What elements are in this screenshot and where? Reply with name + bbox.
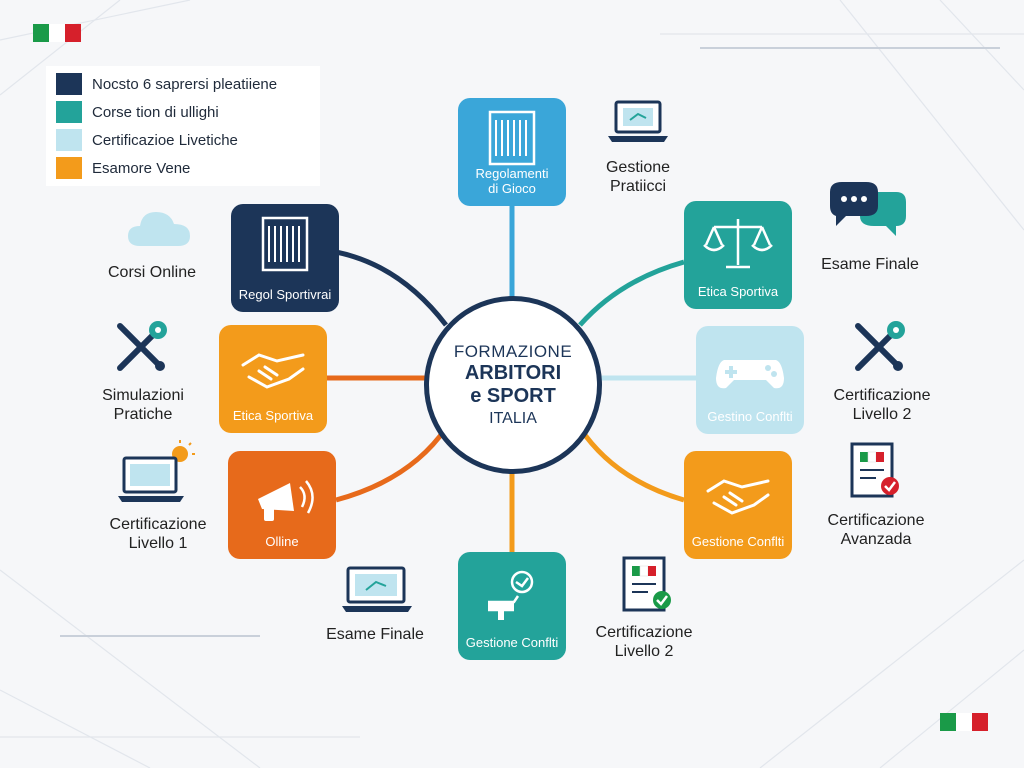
certificate-icon bbox=[850, 442, 899, 498]
node-label: Olline bbox=[265, 534, 299, 549]
node-label: Etica Sportiva bbox=[232, 408, 314, 423]
legend-label: Esamore Vene bbox=[92, 159, 191, 177]
peripheral-label: Esame Finale bbox=[821, 256, 919, 273]
peripheral-label: Esame Finale bbox=[326, 626, 424, 643]
italian-flag-icon bbox=[33, 24, 81, 42]
certificate-icon bbox=[622, 556, 671, 612]
legend-swatch bbox=[56, 101, 82, 123]
gamepad-icon bbox=[716, 360, 784, 389]
node-regol-sportivrai[interactable]: Regol Sportivrai bbox=[231, 204, 339, 312]
flag-white-stripe bbox=[49, 24, 65, 42]
flag-red-stripe bbox=[65, 24, 81, 42]
hub-title-line: e SPORT bbox=[470, 385, 556, 407]
node-label: Gestione Conflti bbox=[465, 635, 559, 650]
hub-title-line: ITALIA bbox=[489, 410, 537, 427]
connector-lower-left bbox=[335, 426, 449, 503]
legend-label: Corse tion di ullighi bbox=[92, 103, 219, 121]
scales-icon bbox=[703, 219, 773, 269]
node-label: Gestione Conflti bbox=[691, 534, 785, 549]
handshake-icon bbox=[241, 353, 305, 389]
cloud-icon bbox=[128, 212, 190, 246]
peripheral-label: Certificazione Livello 1 bbox=[109, 516, 207, 552]
hub-title-line: ARBITORI bbox=[464, 362, 562, 384]
node-label: Etica Sportiva bbox=[697, 284, 779, 299]
peripheral-label: Certificazione Livello 2 bbox=[595, 624, 693, 660]
legend-swatch bbox=[56, 129, 82, 151]
legend-item: Corse tion di ullighi bbox=[56, 100, 219, 124]
rulebook-icon bbox=[488, 110, 536, 166]
legend-swatch bbox=[56, 157, 82, 179]
node-label: Regolamenti di Gioco bbox=[475, 166, 549, 196]
legend-swatch bbox=[56, 73, 82, 95]
flag-red-stripe bbox=[972, 713, 988, 731]
tools-icon bbox=[117, 321, 167, 371]
node-regolamenti-di-gioco[interactable]: Regolamenti di Gioco bbox=[458, 98, 566, 206]
peripheral-label: Certificazione Avanzada bbox=[827, 512, 925, 548]
connector-upper-right bbox=[578, 259, 685, 327]
node-gestino-conflti[interactable]: Gestino Conflti bbox=[696, 326, 804, 434]
peripheral-label: Simulazioni Pratiche bbox=[102, 387, 184, 423]
rulebook-icon bbox=[261, 216, 309, 272]
laptop-icon bbox=[118, 440, 195, 502]
italian-flag-icon bbox=[940, 713, 988, 731]
legend-item: Certificazioe Livetiche bbox=[56, 128, 238, 152]
legend-label: Nocsto 6 saprersi pleatiiene bbox=[92, 75, 278, 93]
peripheral-label: Certificazione Livello 2 bbox=[833, 387, 931, 423]
laptop-icon bbox=[342, 566, 412, 612]
node-etica-sportiva-orange[interactable]: Etica Sportiva bbox=[219, 325, 327, 433]
flag-green-stripe bbox=[33, 24, 49, 42]
central-hub: FORMAZIONE ARBITORI e SPORT ITALIA bbox=[424, 296, 602, 474]
legend-label: Certificazioe Livetiche bbox=[92, 131, 238, 149]
flag-white-stripe bbox=[956, 713, 972, 731]
hub-title-line: FORMAZIONE bbox=[453, 342, 573, 361]
handshake-icon bbox=[706, 479, 770, 515]
connector-lower-right bbox=[577, 426, 685, 503]
node-label: Regol Sportivrai bbox=[238, 287, 332, 302]
peripheral-label: Gestione Pratiicci bbox=[605, 159, 671, 195]
legend-item: Nocsto 6 saprersi pleatiiene bbox=[56, 72, 277, 96]
node-olline[interactable]: Olline bbox=[228, 451, 336, 559]
whistle-icon bbox=[488, 570, 534, 620]
connector-upper-left bbox=[335, 249, 448, 327]
node-gestione-conflti-teal[interactable]: Gestione Conflti bbox=[458, 552, 566, 660]
megaphone-icon bbox=[258, 480, 314, 521]
node-label: Gestino Conflti bbox=[707, 409, 793, 424]
node-gestione-conflti-orange[interactable]: Gestione Conflti bbox=[684, 451, 792, 559]
tools-icon bbox=[855, 321, 905, 371]
node-etica-sportiva-teal[interactable]: Etica Sportiva bbox=[684, 201, 792, 309]
peripheral-label: Corsi Online bbox=[107, 264, 197, 281]
legend: Nocsto 6 saprersi pleatiiene Corse tion … bbox=[46, 66, 320, 186]
laptop-icon bbox=[608, 100, 668, 142]
legend-item: Esamore Vene bbox=[56, 156, 190, 180]
flag-green-stripe bbox=[940, 713, 956, 731]
chat-icon bbox=[830, 182, 906, 236]
